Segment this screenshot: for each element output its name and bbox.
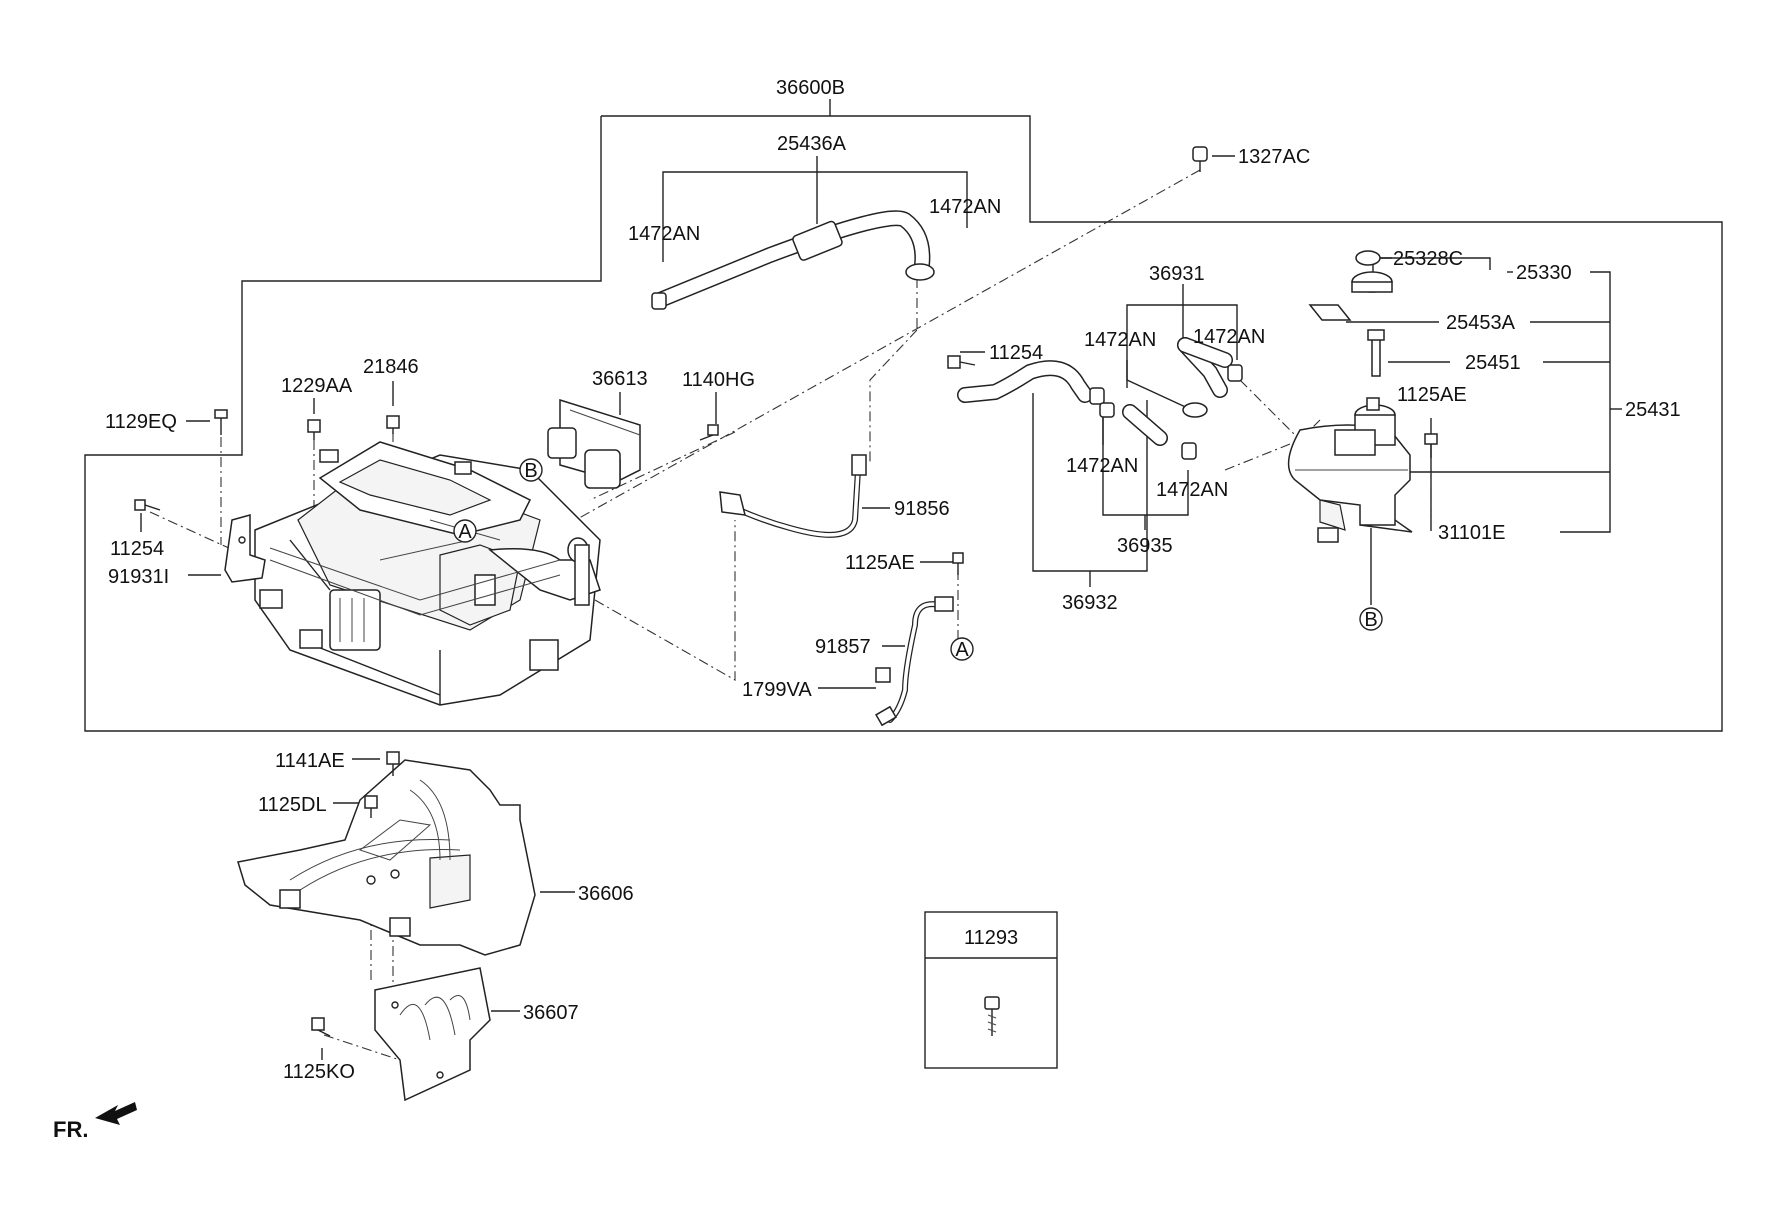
bolt-1125ae-right: [1424, 433, 1438, 458]
label-21846: 21846: [363, 356, 419, 378]
hose-36931: [1177, 337, 1243, 418]
label-1140hg: 1140HG: [682, 369, 755, 391]
cap-25330: [1351, 271, 1393, 293]
assembly-outline: [84, 99, 1723, 732]
bolt-1125dl: [364, 795, 378, 818]
nut-1327ac: [1192, 146, 1208, 172]
front-label: FR.: [53, 1117, 88, 1142]
label-1472an-36935-left: 1472AN: [1066, 455, 1138, 477]
label-91931i: 91931I: [108, 566, 169, 588]
hose-36935: [1099, 402, 1197, 460]
callout-a-label: A: [955, 639, 969, 661]
inverter-assembly: [254, 441, 601, 706]
label-25431: 25431: [1625, 399, 1681, 421]
label-1125dl: 1125DL: [258, 794, 327, 816]
label-11254-hose: 11254: [989, 342, 1043, 364]
part-labels: 36600B 25436A 1472AN 1472AN 1327AC 36931…: [105, 77, 1681, 1083]
cable-91857: [850, 596, 954, 727]
label-36607: 36607: [523, 1002, 579, 1024]
label-36932: 36932: [1062, 592, 1118, 614]
bracket-36613: [547, 398, 641, 489]
label-1141ae: 1141AE: [275, 750, 345, 772]
callout-a-label: A: [458, 521, 472, 543]
bracket-91931i: [224, 514, 266, 583]
label-36935: 36935: [1117, 535, 1173, 557]
seal-25328c: [1355, 250, 1381, 266]
label-1327ac: 1327AC: [1238, 146, 1310, 168]
tray-36606: [237, 759, 536, 956]
label-25328c: 25328C: [1393, 248, 1463, 270]
bolt-1129eq: [214, 409, 228, 435]
label-25453a: [1308, 304, 1352, 321]
label-36606: 36606: [578, 883, 634, 905]
reference-box-11293: [924, 911, 1058, 1069]
label-1229aa: 1229AA: [281, 375, 353, 397]
label-1125ae-cable: 1125AE: [845, 552, 915, 574]
callout-b-label: B: [1364, 609, 1377, 631]
label-36600b: 36600B: [776, 77, 845, 99]
label-1472an-hose-right: 1472AN: [929, 196, 1001, 218]
label-11254-inverter: 11254: [110, 538, 164, 560]
bolt-1125ae-mid: [952, 552, 964, 575]
label-91857: 91857: [815, 636, 871, 658]
bolt-1140hg: [699, 424, 719, 441]
cable-91856: [719, 454, 867, 538]
callout-a-inverter: A: [453, 519, 477, 543]
label-1799va: 1799VA: [742, 679, 812, 701]
bolt-11254-left: [134, 499, 161, 511]
label-25330: 25330: [1516, 262, 1572, 284]
callout-b-inverter: B: [519, 458, 543, 482]
label-11293: 11293: [964, 927, 1018, 949]
label-1129eq: 1129EQ: [105, 411, 177, 433]
reservoir-25431: [1287, 397, 1411, 543]
label-1472an-hose-left: 1472AN: [628, 223, 700, 245]
label-25453a: 25453A: [1446, 312, 1516, 334]
label-91856: 91856: [894, 498, 950, 520]
hose-25436a: [651, 210, 935, 310]
label-1472an-36935-right: 1472AN: [1156, 479, 1228, 501]
bolt-21846: [386, 415, 400, 434]
label-1472an-36931-right: 1472AN: [1193, 326, 1265, 348]
label-1472an-36931-left: 1472AN: [1084, 329, 1156, 351]
sensor-25451: [1367, 329, 1385, 377]
label-25451: 25451: [1465, 352, 1521, 374]
label-31101e: 31101E: [1438, 522, 1505, 544]
label-36613: 36613: [592, 368, 648, 390]
hose-36932: [947, 355, 1105, 405]
bolt-1125ko: [311, 1017, 331, 1037]
label-25436a: 25436A: [777, 133, 847, 155]
callout-b-reservoir: B: [1359, 607, 1383, 631]
front-arrow-icon: [95, 1102, 137, 1125]
bolt-1141ae: [386, 751, 400, 776]
label-1125ae-reservoir: 1125AE: [1397, 384, 1467, 406]
label-36931: 36931: [1149, 263, 1205, 285]
bracket-36607: [374, 967, 491, 1102]
callout-b-label: B: [524, 460, 537, 482]
front-direction-indicator: FR.: [53, 1102, 137, 1142]
label-1125ko: 1125KO: [283, 1061, 355, 1083]
bolt-1229aa: [307, 419, 321, 440]
callout-a-cable: A: [950, 637, 974, 661]
